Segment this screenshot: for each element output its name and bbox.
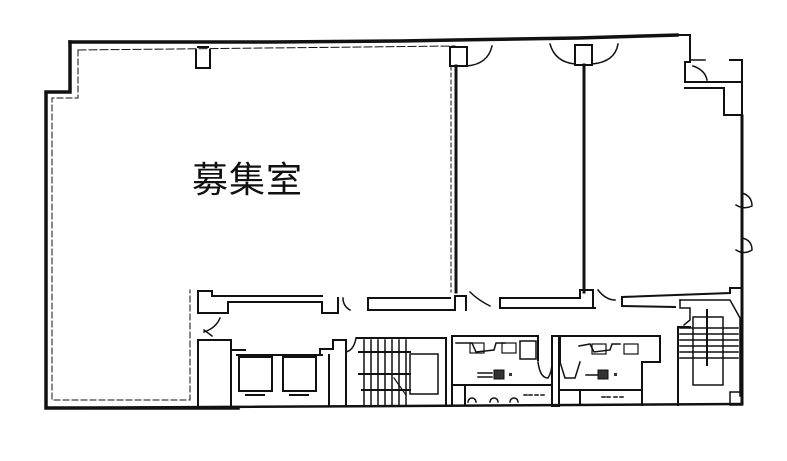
partition-wall-2: [549, 43, 619, 294]
restroom-women: [559, 335, 661, 406]
pipe-shaft: [551, 335, 560, 407]
stairs-right: [677, 299, 743, 406]
top-right-notch: [684, 59, 743, 116]
column-top-left: [195, 46, 211, 69]
outer-wall: [44, 33, 744, 410]
room-label-vacant: 募集室: [192, 160, 304, 201]
elevator-2: [282, 356, 317, 396]
stairs-center: [345, 337, 447, 406]
corridor-north-wall: [197, 287, 743, 338]
elevator-1: [238, 356, 273, 396]
partition-wall-1: [449, 45, 493, 294]
right-wall-doors: [734, 192, 753, 254]
restroom-men: [451, 335, 553, 406]
elevator-core: [197, 339, 347, 409]
